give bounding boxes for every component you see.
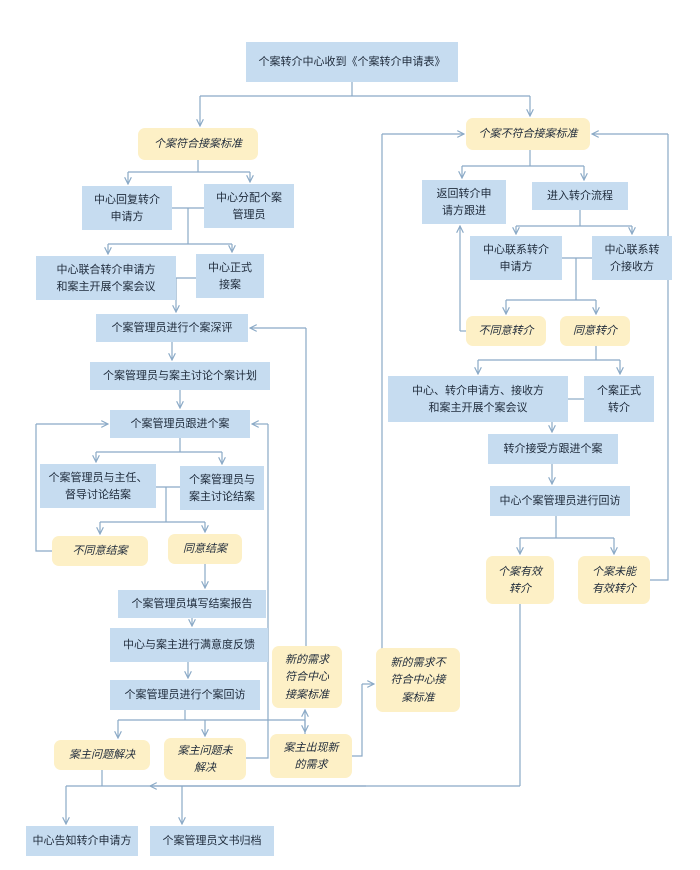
node-formal-intake: 中心正式 接案 [196,254,264,298]
connector-43 [352,684,363,757]
node-formal-referral: 个案正式 转介 [584,376,654,422]
node-disagree-referral: 不同意转介 [466,316,546,346]
node-agree-referral: 同意转介 [560,316,630,346]
node-archive-documents: 个案管理员文书归档 [150,826,274,856]
node-center-revisit: 中心个案管理员进行回访 [490,486,630,516]
connector-41 [246,424,269,759]
connector-76 [650,134,669,581]
node-referral-received: 个案转介中心收到《个案转介申请表》 [246,42,458,82]
node-discuss-closure-client: 个案管理员与 案主讨论结案 [180,466,264,510]
node-disagree-closure: 不同意结案 [52,536,148,566]
node-contact-applicant: 中心联系转介 申请方 [470,236,562,280]
node-ineffective-referral: 个案未能 有效转介 [578,556,650,604]
node-return-applicant: 返回转介申 请方跟进 [422,180,506,224]
node-deep-assessment: 个案管理员进行个案深评 [96,314,248,342]
node-problem-solved: 案主问题解决 [54,740,150,770]
node-receiver-follow-up: 转介接受方跟进个案 [488,434,618,464]
node-reply-applicant: 中心回复转介 申请方 [82,186,172,230]
node-discuss-closure-director: 个案管理员与主任、 督导讨论结案 [40,464,156,508]
node-assign-manager: 中心分配个案 管理员 [204,184,294,228]
node-meets-criteria: 个案符合接案标准 [138,128,258,160]
node-follow-up-case: 个案管理员跟进个案 [110,410,250,438]
node-revisit: 个案管理员进行个案回访 [110,680,260,710]
node-satisfaction-feedback: 中心与案主进行满意度反馈 [110,628,268,662]
node-new-needs-not-meet: 新的需求不 符合中心接 案标准 [376,648,460,712]
node-new-needs: 案主出现新 的需求 [270,734,352,778]
node-notify-applicant: 中心告知转介申请方 [26,826,138,856]
node-effective-referral: 个案有效 转介 [486,556,554,604]
node-closure-report: 个案管理员填写结案报告 [118,590,266,618]
node-agree-closure: 同意结案 [168,534,242,564]
node-problem-unsolved: 案主问题未 解决 [164,738,246,780]
node-joint-case-meeting: 中心联合转介申请方 和案主开展个案会议 [36,256,176,300]
node-discuss-case-plan: 个案管理员与案主讨论个案计划 [90,362,270,390]
node-enter-referral: 进入转介流程 [532,182,628,210]
connector-27 [35,424,52,552]
node-new-needs-meet: 新的需求 符合中心 接案标准 [272,646,342,708]
node-contact-receiver: 中心联系转 介接收方 [592,236,672,280]
node-referral-meeting: 中心、转介申请方、接收方 和案主开展个案会议 [388,376,568,422]
node-not-meet-criteria: 个案不符合接案标准 [466,118,590,150]
